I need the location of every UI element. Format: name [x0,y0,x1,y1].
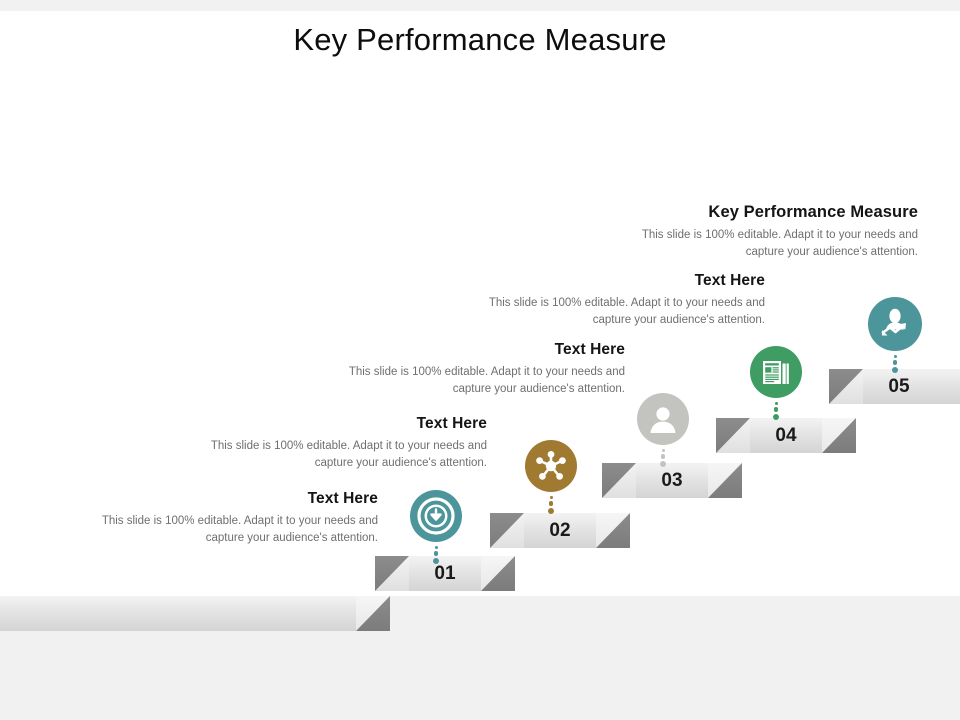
step-01[interactable] [375,556,515,591]
dot-medium [773,407,779,412]
step-04[interactable] [716,418,856,453]
text-block-5: Key Performance Measure This slide is 10… [638,203,918,260]
dot-large [547,507,555,514]
badge-01-dots [431,544,441,564]
download-arrow-icon [417,497,455,535]
step-base-top [0,596,390,631]
dot-large [891,366,899,373]
dot-small [661,449,665,452]
step-03-number: 03 [661,470,683,491]
step-01-right-wedge [481,556,515,591]
dot-large [659,460,667,467]
badge-04-dots [771,400,781,420]
step-base [0,596,390,631]
step-02-number: 02 [549,520,571,541]
step-04-number: 04 [775,425,797,446]
dot-small [774,402,778,405]
text-block-1-body: This slide is 100% editable. Adapt it to… [101,515,378,544]
badge-05[interactable] [868,297,922,351]
step-03[interactable] [602,463,742,498]
step-04-left-wedge [716,418,750,453]
step-02-left-wedge [490,513,524,548]
text-block-5-heading: Key Performance Measure [708,203,918,221]
badge-02-dots [546,494,556,514]
step-03-right-wedge [708,463,742,498]
text-block-4-heading: Text Here [694,272,765,289]
step-03-left-wedge [602,463,636,498]
badge-01[interactable] [410,490,462,542]
text-block-2-heading: Text Here [416,415,487,432]
badge-03-dots [658,447,668,467]
badge-02[interactable] [525,440,577,492]
dot-medium [660,454,666,459]
step-base-right-wedge-highlight [356,596,390,631]
step-02-right-wedge [596,513,630,548]
step-01-number: 01 [434,563,456,584]
dot-medium [892,360,898,365]
step-05-left-wedge [829,369,863,404]
dot-small [893,355,897,358]
top-band [0,0,960,11]
text-block-1: Text Here This slide is 100% editable. A… [98,490,378,546]
step-base-right-wedge [356,596,390,631]
text-block-1-heading: Text Here [307,490,378,507]
person-growth-chart-icon [881,308,906,336]
badge-05-dots [890,353,900,373]
step-05-number: 05 [888,376,910,397]
dot-large [432,557,440,564]
text-block-3: Text Here This slide is 100% editable. A… [345,341,625,397]
text-block-2: Text Here This slide is 100% editable. A… [207,415,487,471]
step-05[interactable] [829,369,960,404]
step-01-left-wedge [375,556,409,591]
step-04-right-wedge [822,418,856,453]
dot-small [434,546,438,549]
dot-large [772,413,780,420]
badge-03[interactable] [637,393,689,445]
user-person-icon [650,407,676,433]
text-block-5-body: This slide is 100% editable. Adapt it to… [641,229,918,258]
dot-medium [548,501,554,506]
text-block-3-body: This slide is 100% editable. Adapt it to… [348,366,625,395]
network-hub-icon [536,451,566,480]
badge-04[interactable] [750,346,802,398]
step-02[interactable] [490,513,630,548]
text-block-4-body: This slide is 100% editable. Adapt it to… [488,297,765,326]
dot-medium [433,551,439,556]
text-block-4: Text Here This slide is 100% editable. A… [485,272,765,328]
page-title: Key Performance Measure [293,22,667,57]
text-block-2-body: This slide is 100% editable. Adapt it to… [210,440,487,469]
dot-small [549,496,553,499]
text-block-3-heading: Text Here [554,341,625,358]
newspaper-document-icon [763,361,789,384]
bottom-band [0,709,960,720]
